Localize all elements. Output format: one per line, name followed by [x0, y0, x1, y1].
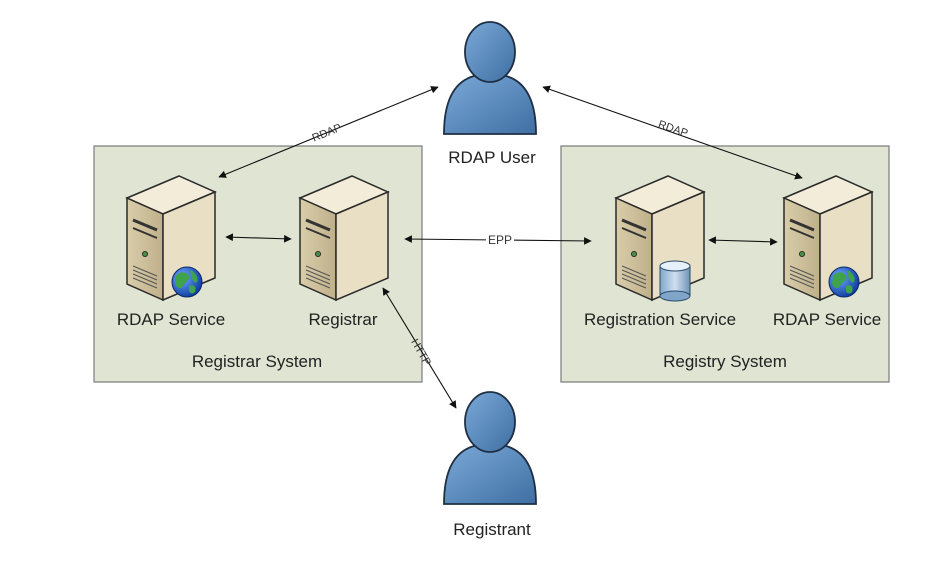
edge-label-rdap-right: RDAP [657, 119, 690, 140]
edge-registration-rdap-service [708, 236, 778, 246]
registrar-rdap-service-label: RDAP Service [116, 310, 226, 329]
edge-label-rdap-left: RDAP [310, 122, 343, 145]
registry-rdap-service-label: RDAP Service [772, 310, 882, 329]
database-icon [659, 260, 691, 302]
edge-registrar-registrant-http [382, 287, 457, 409]
globe-icon [828, 266, 860, 298]
edge-label-epp: EPP [488, 233, 512, 247]
registrant-label: Registrant [453, 520, 531, 539]
edge-label-bg [486, 232, 514, 246]
rdap-user-person-icon [443, 21, 537, 135]
edge-user-registry-rdap [542, 85, 803, 180]
registration-service-server-icon [614, 174, 706, 302]
globe-icon [171, 266, 203, 298]
edge-user-registrar-rdap [218, 86, 439, 178]
registry-system-label: Registry System [663, 352, 787, 371]
registrar-rdap-service-server-icon [125, 174, 217, 302]
registrar-server-icon [298, 174, 390, 302]
edge-rdap-service-registrar [225, 233, 292, 243]
registrar-label: Registrar [308, 310, 378, 329]
registration-service-label: Registration Service [583, 310, 737, 329]
registrar-system-label: Registrar System [191, 352, 323, 371]
rdap-user-label: RDAP User [448, 148, 536, 167]
registrant-person-icon [443, 391, 537, 505]
registry-rdap-service-server-icon [782, 174, 874, 302]
